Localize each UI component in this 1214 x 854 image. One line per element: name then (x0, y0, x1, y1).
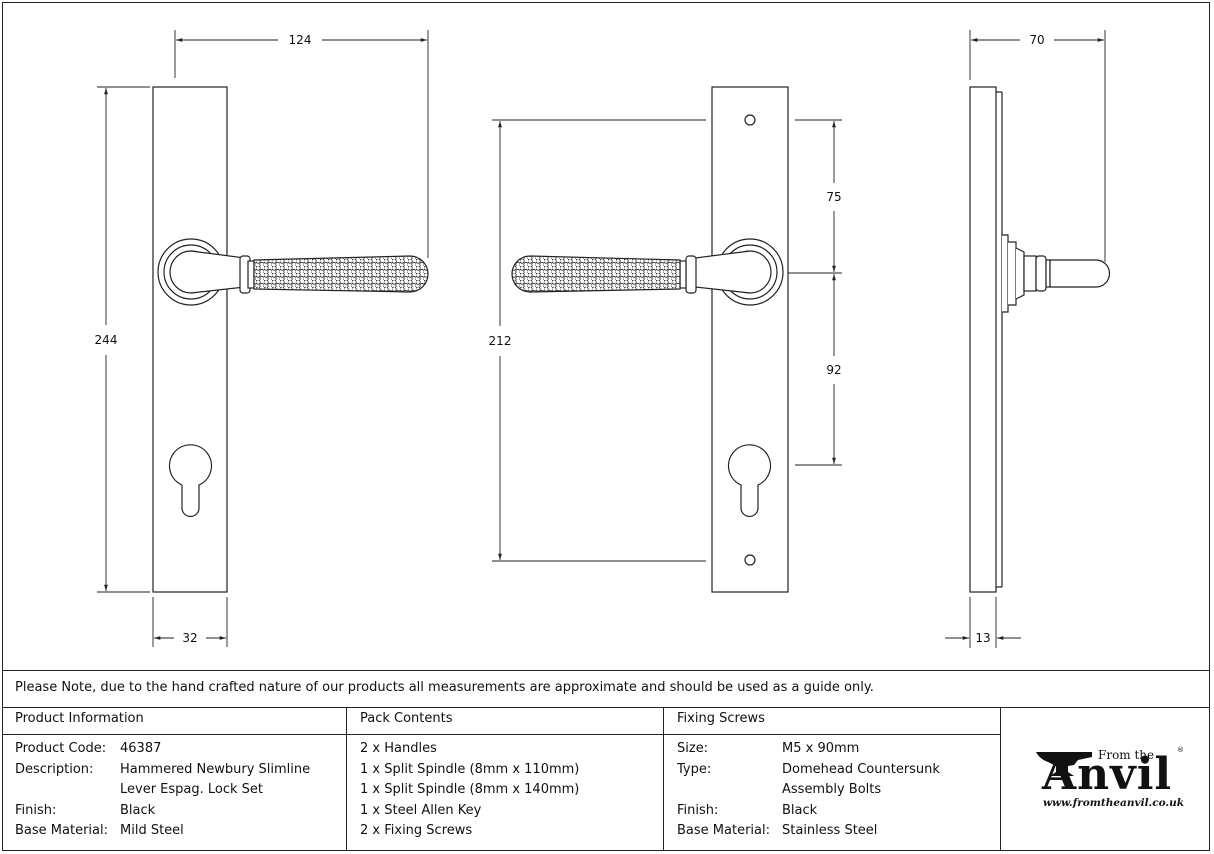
logo-wordmark: Anvil (1042, 749, 1173, 800)
size-value: M5 x 90mm (782, 741, 860, 756)
logo-from-the: From the (1098, 748, 1155, 762)
dim-70: 70 (1029, 33, 1044, 47)
product-code-value: 46387 (120, 741, 162, 756)
dim-124: 124 (289, 33, 312, 47)
divider (2, 707, 1210, 708)
product-info-header: Product Information (15, 711, 144, 726)
logo-registered: ® (1177, 746, 1184, 754)
divider (2, 734, 1000, 735)
product-code-label: Product Code: (15, 741, 107, 756)
fixing-screws-values: M5 x 90mm Domehead Countersunk Assembly … (782, 739, 940, 842)
finish-value: Black (782, 802, 818, 818)
type-value-cont: Assembly Bolts (782, 782, 882, 797)
finish-label: Finish: (15, 802, 57, 818)
dim-32: 32 (182, 631, 197, 645)
dim-212: 212 (489, 334, 512, 348)
dim-92: 92 (826, 363, 841, 377)
pack-contents-header: Pack Contents (360, 711, 453, 726)
divider (1000, 707, 1001, 851)
dim-13: 13 (975, 631, 990, 645)
finish-value: Black (120, 802, 156, 818)
divider (2, 670, 1210, 671)
base-material-value: Mild Steel (120, 823, 184, 838)
disclaimer-note: Please Note, due to the hand crafted nat… (15, 680, 874, 695)
anvil-icon (1036, 752, 1092, 776)
base-material-value: Stainless Steel (782, 823, 878, 838)
pack-item: 1 x Split Spindle (8mm x 140mm) (360, 782, 580, 797)
divider (663, 707, 664, 851)
pack-contents-list: 2 x Handles 1 x Split Spindle (8mm x 110… (360, 739, 579, 842)
right-view-side-profile (969, 86, 1111, 593)
fixing-screws-labels: Size: Type: Finish: Base Material: (677, 739, 770, 842)
type-value: Domehead Countersunk (782, 761, 940, 777)
size-label: Size: (677, 741, 709, 756)
fixing-screws-header: Fixing Screws (677, 711, 765, 726)
base-material-label: Base Material: (677, 823, 770, 838)
product-info-values: 46387 Hammered Newbury Slimline Lever Es… (120, 739, 310, 842)
description-value-cont: Lever Espag. Lock Set (120, 782, 264, 797)
type-label: Type: (677, 761, 712, 777)
description-label: Description: (15, 761, 94, 777)
middle-view-lever (511, 238, 784, 306)
left-view-lever (157, 238, 429, 306)
pack-item: 1 x Split Spindle (8mm x 110mm) (360, 761, 580, 777)
pack-item: 2 x Fixing Screws (360, 823, 473, 838)
logo-url: www.fromtheanvil.co.uk (1043, 797, 1184, 809)
product-info-labels: Product Code: Description: Finish: Base … (15, 739, 108, 842)
dim-75: 75 (826, 190, 841, 204)
description-value: Hammered Newbury Slimline (120, 761, 311, 777)
middle-view-backplate (711, 86, 789, 593)
pack-item: 2 x Handles (360, 741, 437, 756)
pack-item: 1 x Steel Allen Key (360, 802, 482, 818)
dim-244: 244 (95, 333, 118, 347)
technical-drawing: 124 244 32 212 75 92 70 13 (95, 30, 1111, 648)
type-label-cont (677, 780, 770, 801)
divider (346, 707, 347, 851)
description-label-cont (15, 780, 108, 801)
base-material-label: Base Material: (15, 823, 108, 838)
left-view-backplate (152, 86, 228, 593)
finish-label: Finish: (677, 802, 719, 818)
